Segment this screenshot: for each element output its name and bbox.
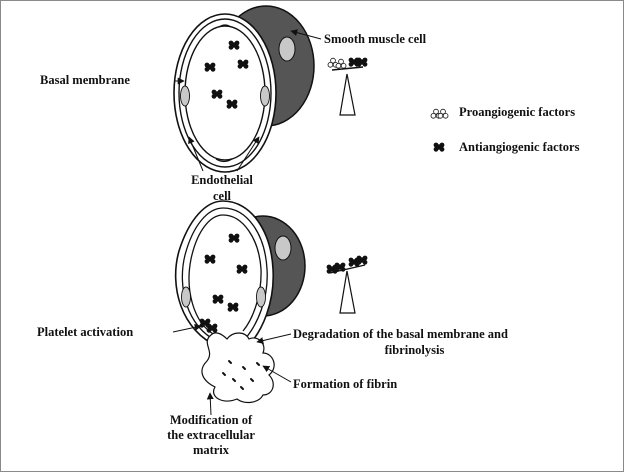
intact-vessel (173, 5, 315, 173)
balance-scale-icon (327, 57, 368, 116)
endothelial-nucleus-right (260, 85, 270, 107)
bottom-arrows (172, 323, 292, 416)
extracellular-matrix (201, 332, 275, 404)
fibrin-marks (222, 360, 260, 390)
label-platelet-activation: Platelet activation (37, 325, 134, 339)
label-modification-line1: Modification of (169, 413, 253, 427)
label-basal-membrane: Basal membrane (40, 73, 130, 87)
label-endothelial-cell-line1: Endothelial (191, 173, 253, 187)
top-arrows (175, 29, 322, 172)
endothelial-nucleus-left (180, 85, 190, 107)
label-antiangiogenic-factors: Antiangiogenic factors (459, 140, 580, 154)
vessel-lumen (184, 25, 266, 161)
smooth-muscle-nucleus-damaged (274, 235, 292, 261)
balance-scale-icon-tilted (326, 255, 368, 314)
label-degradation-line1: Degradation of the basal membrane and (293, 327, 508, 341)
damaged-vessel (174, 200, 306, 404)
label-smooth-muscle-cell: Smooth muscle cell (324, 32, 427, 46)
label-formation-of-fibrin: Formation of fibrin (293, 377, 398, 391)
label-proangiogenic-factors: Proangiogenic factors (459, 105, 576, 119)
legend (430, 108, 449, 152)
label-modification-line2: the extracellular (167, 428, 255, 442)
antiangiogenic-factor-icon (433, 142, 445, 152)
smooth-muscle-nucleus (278, 36, 296, 62)
label-modification-line3: matrix (192, 443, 230, 457)
label-endothelial-cell-line2: cell (212, 189, 232, 203)
proangiogenic-factor-icon (430, 108, 449, 119)
label-degradation-line2: fibrinolysis (384, 343, 445, 357)
basal-membrane-inner (178, 18, 272, 168)
